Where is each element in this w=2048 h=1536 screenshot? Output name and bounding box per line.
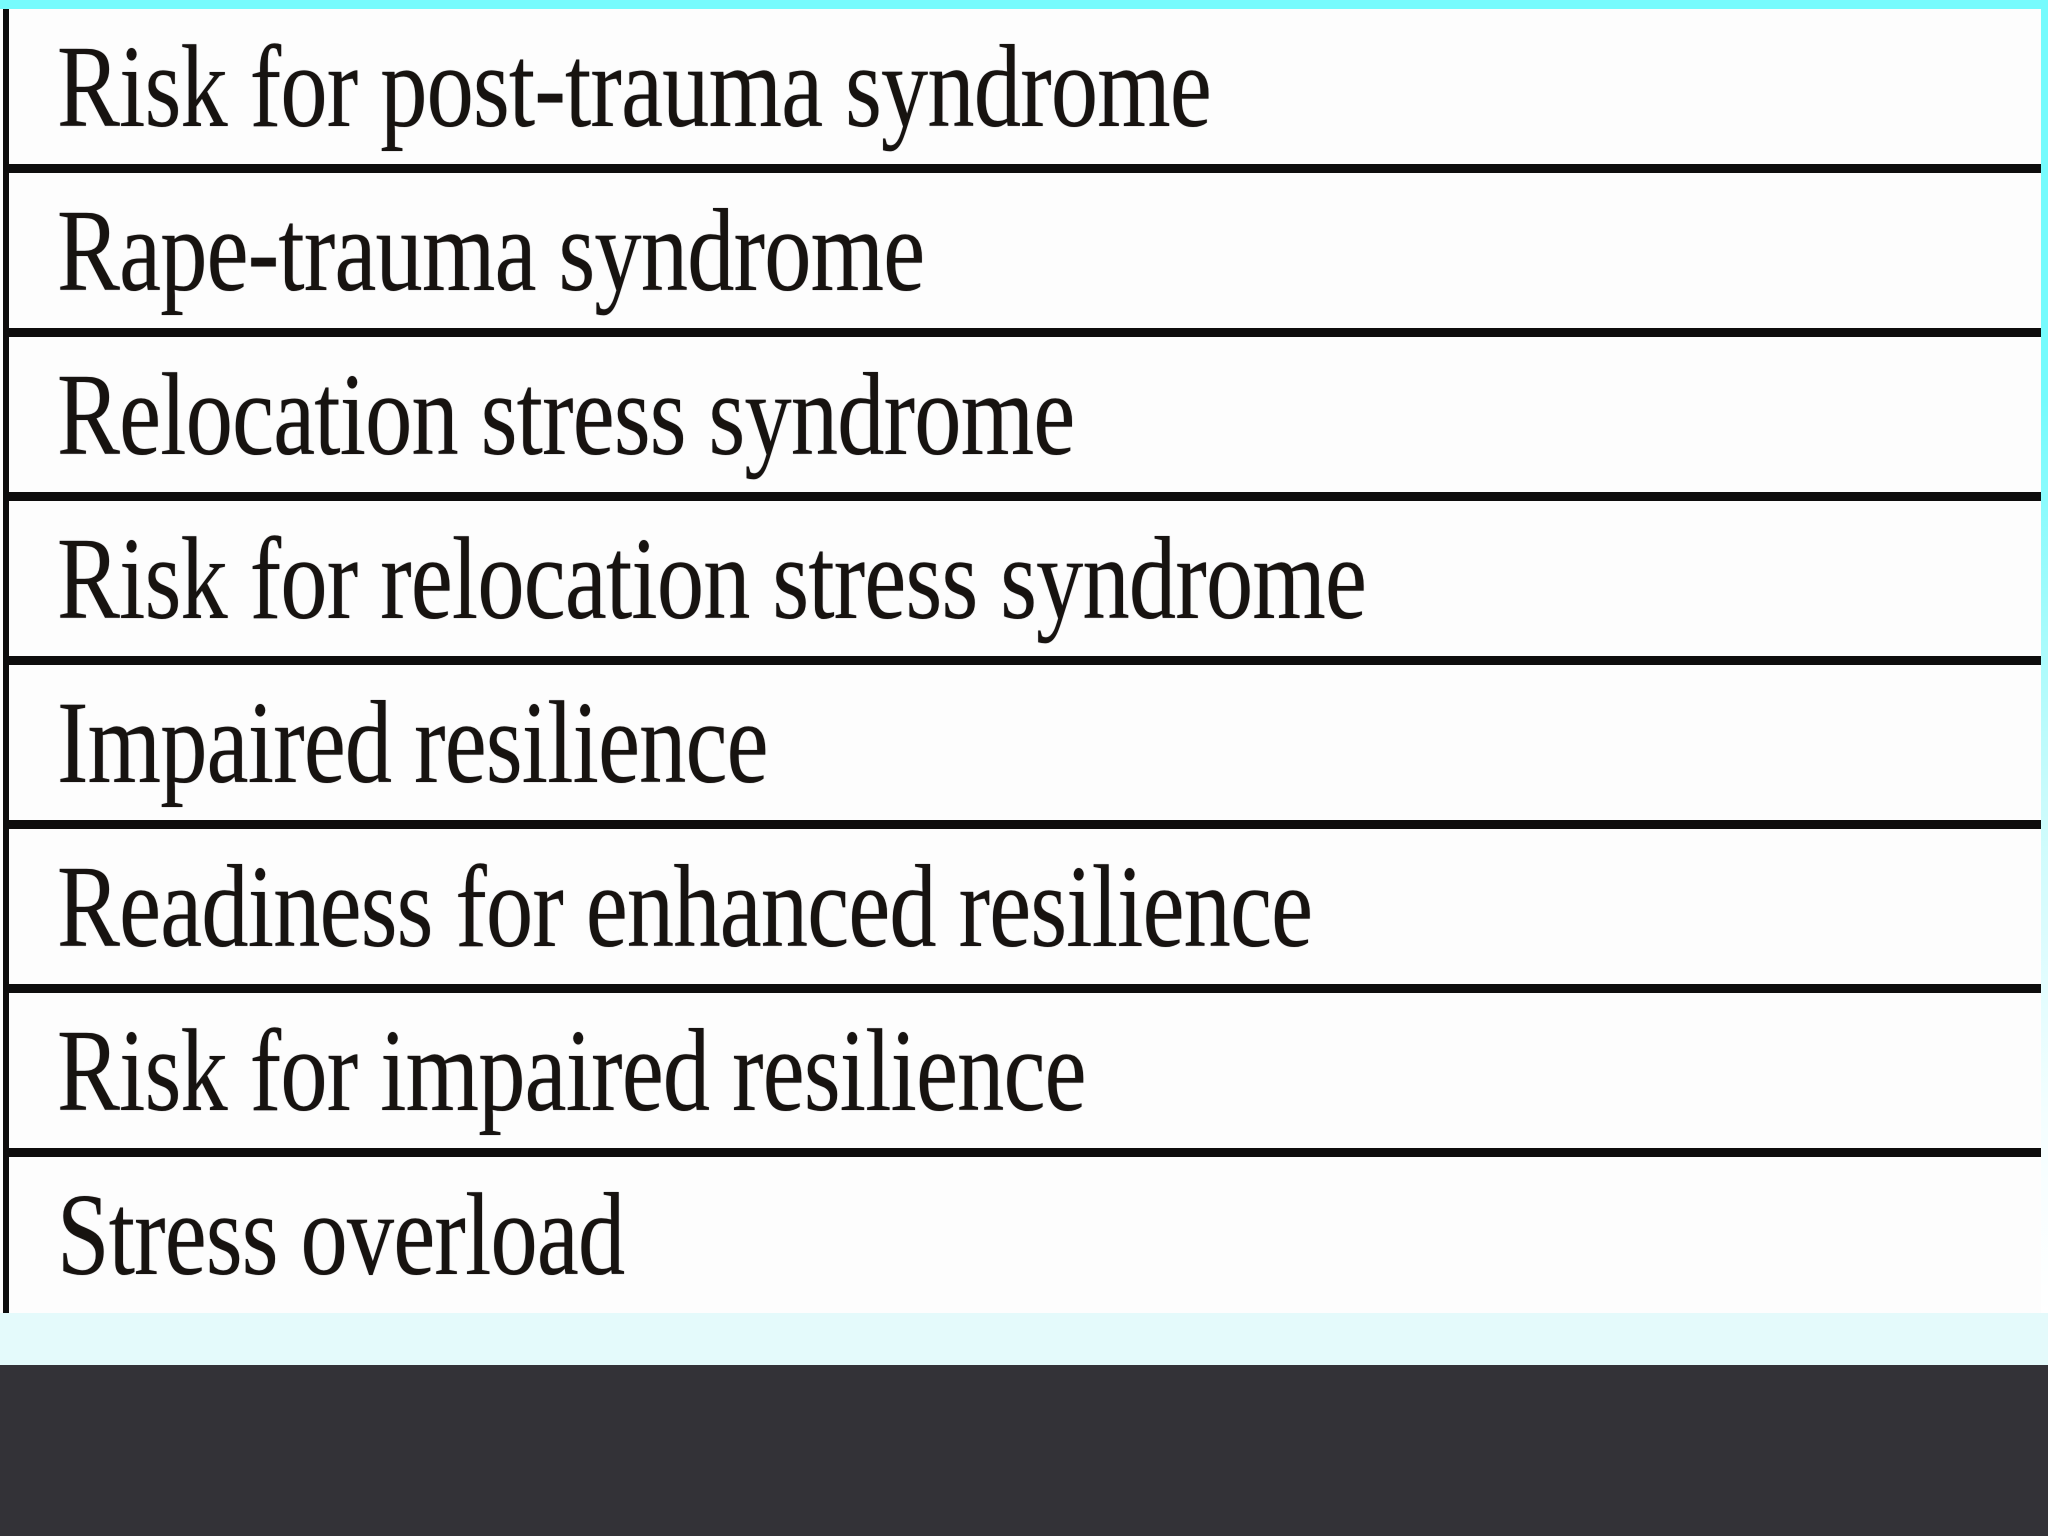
table-row: Stress overload: [9, 1157, 2041, 1313]
table-row: Readiness for enhanced resilience: [9, 829, 2041, 993]
highlight-border-right: [2041, 9, 2048, 1313]
row-label: Stress overload: [57, 1169, 625, 1300]
table-row: Risk for post-trauma syndrome: [9, 9, 2041, 173]
table-row: Relocation stress syndrome: [9, 337, 2041, 501]
bottom-dark-bar: [0, 1365, 2048, 1536]
diagnosis-table: Risk for post-trauma syndrome Rape-traum…: [3, 9, 2041, 1313]
row-label: Rape-trauma syndrome: [57, 184, 925, 316]
table-row: Impaired resilience: [9, 665, 2041, 829]
highlight-border-top: [0, 0, 2048, 9]
row-label: Readiness for enhanced resilience: [57, 840, 1313, 972]
row-label: Risk for relocation stress syndrome: [57, 512, 1367, 644]
highlight-border-bottom: [0, 1313, 2048, 1365]
row-label: Relocation stress syndrome: [57, 348, 1075, 480]
row-label: Impaired resilience: [57, 676, 769, 808]
table-row: Risk for relocation stress syndrome: [9, 501, 2041, 665]
row-label: Risk for post-trauma syndrome: [57, 20, 1212, 152]
table-row: Risk for impaired resilience: [9, 993, 2041, 1157]
table-row: Rape-trauma syndrome: [9, 173, 2041, 337]
row-label: Risk for impaired resilience: [57, 1004, 1087, 1136]
